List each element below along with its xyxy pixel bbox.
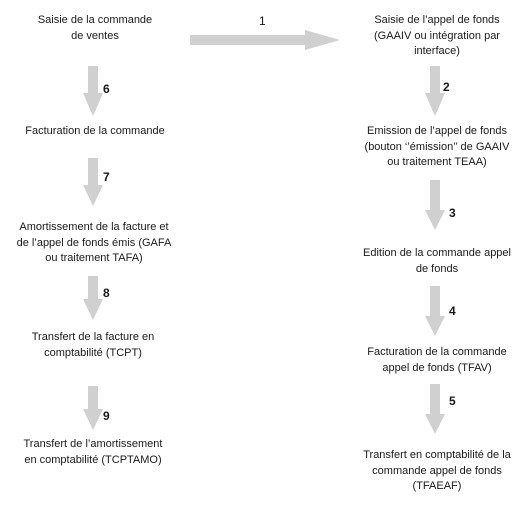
right-step-call-entry: Saisie de l’appel de fonds (GAAIV ou int… [374,14,500,57]
arrow-number-3: 3 [449,206,456,220]
arrow-7-down [83,158,103,206]
arrow-number-1: 1 [259,14,266,28]
arrow-number-2: 2 [443,80,450,94]
left-step-sales-order-entry: Saisie de la commande de ventes [37,14,153,42]
right-step-order-printing: Edition de la commande appel de fonds [363,247,511,275]
arrow-number-7: 7 [103,170,110,184]
right-step-call-invoicing: Facturation de la commande appel de fond… [367,346,507,374]
arrow-3-down [425,180,445,230]
left-step-amortization: Amortissement de la facture et de l’appe… [16,221,172,264]
right-step-call-issuance: Emission de l’appel de fonds (bouton ‘’é… [364,125,510,168]
arrow-number-4: 4 [449,304,456,318]
arrow-9-down [83,386,103,430]
arrow-number-5: 5 [449,394,456,408]
right-step-call-transfer: Transfert en comptabilité de la commande… [363,449,511,492]
arrow-2-down [425,66,445,116]
left-step-order-invoicing: Facturation de la commande [25,125,165,137]
arrow-6-down [83,66,103,116]
arrow-number-8: 8 [103,286,110,300]
arrow-1-horizontal [190,30,340,50]
arrow-4-down [425,286,445,336]
left-step-invoice-transfer: Transfert de la facture en comptabilité … [31,331,155,359]
left-step-amortization-transfer: Transfert de l’amortissement en comptabi… [23,438,163,466]
arrow-number-6: 6 [103,82,110,96]
arrow-5-down [425,384,445,434]
arrow-number-9: 9 [103,409,110,423]
arrow-8-down [83,276,103,320]
